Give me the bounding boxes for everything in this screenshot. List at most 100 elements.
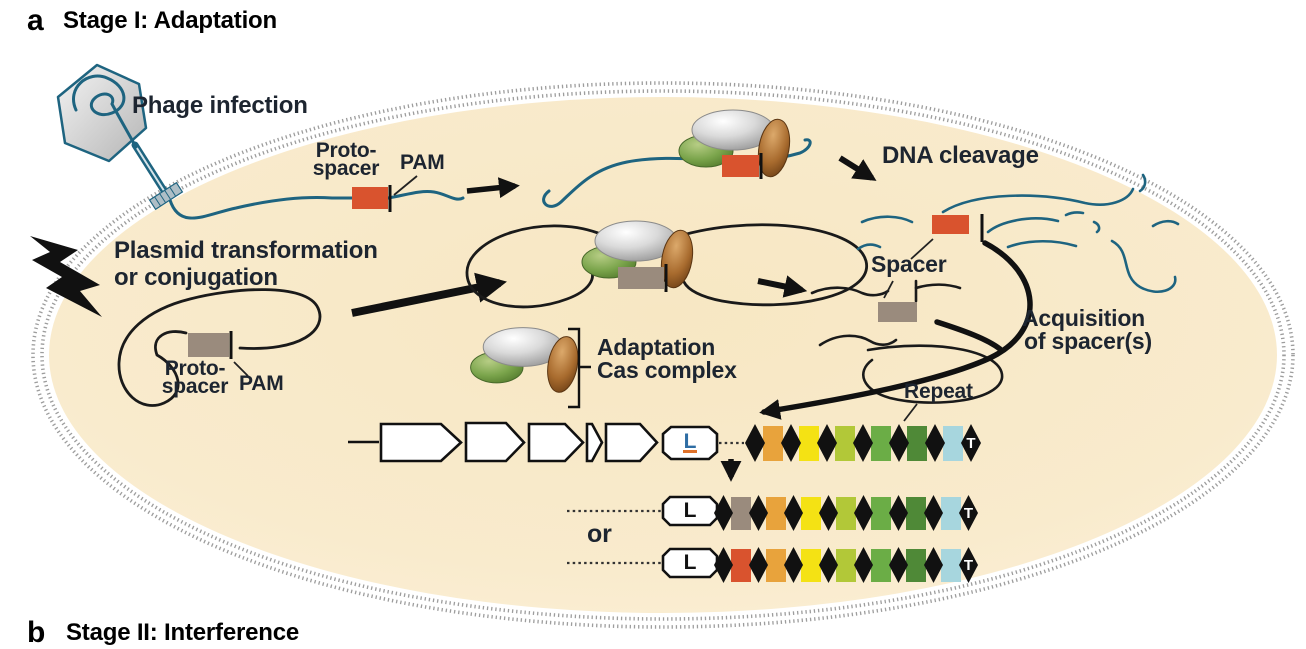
repeat-diamond bbox=[749, 547, 768, 583]
acquisition-label-line1: Acquisition bbox=[1022, 305, 1146, 331]
cell-cytoplasm bbox=[49, 97, 1277, 613]
spacer-block-yellow_green bbox=[835, 425, 855, 461]
terminator-diamond: T bbox=[961, 424, 981, 462]
spacer-block-yellow_green bbox=[836, 496, 856, 530]
cell-membrane-inner bbox=[40, 89, 1286, 621]
cleaved-plasmid-dna-fragments bbox=[810, 279, 1004, 404]
spacer-block-yellow bbox=[801, 548, 821, 582]
crispr-array-option-phage: T bbox=[714, 546, 978, 584]
spacer-block-dark_green bbox=[906, 548, 926, 582]
spacer-label: Spacer bbox=[871, 251, 947, 277]
repeat-diamond bbox=[853, 424, 873, 462]
bacterial-cell bbox=[31, 81, 1295, 629]
spacer-block-dark_green bbox=[906, 496, 926, 530]
bound-protospacer-plasmid bbox=[618, 267, 664, 289]
repeat-diamond bbox=[854, 547, 873, 583]
acquisition-label-line2: of spacer(s) bbox=[1024, 328, 1152, 354]
plasmid-dna bbox=[117, 288, 322, 407]
adaptation-complex-label-line1: Adaptation bbox=[597, 334, 716, 360]
pam-phage-label: PAM bbox=[400, 151, 445, 174]
terminator-diamond: T bbox=[959, 547, 978, 583]
arrow-phage-to-complex bbox=[466, 177, 520, 199]
panel-letter: a bbox=[27, 4, 44, 37]
spacer-block-light_blue bbox=[941, 548, 961, 582]
protospacer-plasmid-label-line1: Proto- bbox=[164, 357, 226, 380]
next-panel-title: Stage II: Interference bbox=[66, 619, 300, 646]
repeat-diamond bbox=[745, 424, 765, 462]
arrow-to-dna-cleavage bbox=[838, 155, 877, 181]
protospacer-phage-block bbox=[352, 187, 388, 209]
excised-spacer-plasmid-block bbox=[878, 302, 917, 322]
spacer-block-amber bbox=[766, 548, 786, 582]
protospacer-plasmid-block bbox=[188, 333, 229, 357]
plasmid-label-line2: or conjugation bbox=[114, 264, 278, 291]
protospacer-phage-label-line2: spacer bbox=[312, 157, 380, 180]
dotted-connectors bbox=[567, 441, 744, 565]
spacer-block-yellow bbox=[801, 496, 821, 530]
terminator-label: T bbox=[963, 556, 974, 574]
repeat-diamond bbox=[924, 495, 943, 531]
complex-label-bracket bbox=[568, 327, 591, 409]
repeat-diamond bbox=[749, 495, 768, 531]
phage-genome-coil bbox=[72, 74, 138, 149]
leader-box-initial bbox=[661, 425, 719, 461]
arrow-complex-to-fragments bbox=[757, 275, 808, 298]
phage-capsid bbox=[56, 63, 148, 163]
leader-box-option2 bbox=[661, 547, 719, 579]
cas-gene-5 bbox=[604, 422, 659, 463]
repeat-diamond bbox=[784, 495, 803, 531]
spacer-block-dark_green bbox=[907, 425, 927, 461]
repeat-diamond bbox=[714, 547, 733, 583]
spacer-block-amber bbox=[763, 425, 783, 461]
protospacer-plasmid-label-line2: spacer bbox=[161, 375, 229, 398]
panel-title: Stage I: Adaptation bbox=[63, 7, 277, 34]
repeat-diamond bbox=[889, 547, 908, 583]
spacer-block-phage_orange bbox=[731, 548, 751, 582]
repeat-diamond bbox=[781, 424, 801, 462]
adaptation-complex-label-line2: Cas complex bbox=[597, 357, 737, 383]
repeat-diamond bbox=[889, 495, 908, 531]
bound-protospacer-phage bbox=[722, 155, 759, 177]
cell-membrane-outer bbox=[31, 81, 1295, 629]
spacer-block-light_blue bbox=[943, 425, 963, 461]
spacer-block-green bbox=[871, 548, 891, 582]
excised-spacer-phage-block bbox=[932, 215, 969, 234]
spacer-block-green bbox=[871, 425, 891, 461]
terminator-label: T bbox=[966, 434, 976, 452]
pam-plasmid-leader-line bbox=[233, 361, 249, 377]
lightning-bolt-icon bbox=[30, 236, 102, 317]
repeat-diamond bbox=[784, 547, 803, 583]
plasmid-dna-in-complex bbox=[465, 223, 868, 309]
phage-infection-label: Phage infection bbox=[132, 92, 308, 119]
repeat-label: Repeat bbox=[904, 380, 973, 403]
leader-box-option1 bbox=[661, 495, 719, 527]
terminator-diamond: T bbox=[959, 495, 978, 531]
repeat-diamond bbox=[924, 547, 943, 583]
dna-cleavage-label: DNA cleavage bbox=[882, 142, 1039, 169]
figure-panel-a: { "panel": { "letter": "a", "title": "St… bbox=[27, 4, 1295, 649]
repeat-diamond bbox=[854, 495, 873, 531]
leader-letter-option2: L bbox=[683, 551, 697, 574]
acquisition-arrow bbox=[759, 240, 1033, 420]
diagram-canvas bbox=[30, 63, 1295, 629]
cas-gene-4 bbox=[585, 422, 604, 463]
spacer-block-green bbox=[871, 496, 891, 530]
next-panel-letter: b bbox=[27, 616, 46, 649]
repeat-diamond bbox=[889, 424, 909, 462]
cas-gene-2 bbox=[464, 421, 526, 463]
label-leader-lines bbox=[883, 238, 934, 422]
phage-dna bbox=[168, 190, 465, 220]
pam-phage-leader-line bbox=[393, 175, 418, 196]
pam-plasmid-label: PAM bbox=[239, 372, 284, 395]
spacer-block-amber bbox=[766, 496, 786, 530]
phage-baseplate bbox=[148, 181, 184, 211]
spacer-block-yellow_green bbox=[836, 548, 856, 582]
plasmid-label-line1: Plasmid transformation bbox=[114, 237, 378, 264]
spacer-block-light_blue bbox=[941, 496, 961, 530]
cas-operon bbox=[348, 421, 719, 579]
repeat-diamond bbox=[817, 424, 837, 462]
terminator-label: T bbox=[963, 504, 974, 522]
or-label: or bbox=[587, 520, 612, 548]
arrow-plasmid-to-complex bbox=[351, 272, 507, 317]
cas-gene-3 bbox=[527, 422, 585, 463]
